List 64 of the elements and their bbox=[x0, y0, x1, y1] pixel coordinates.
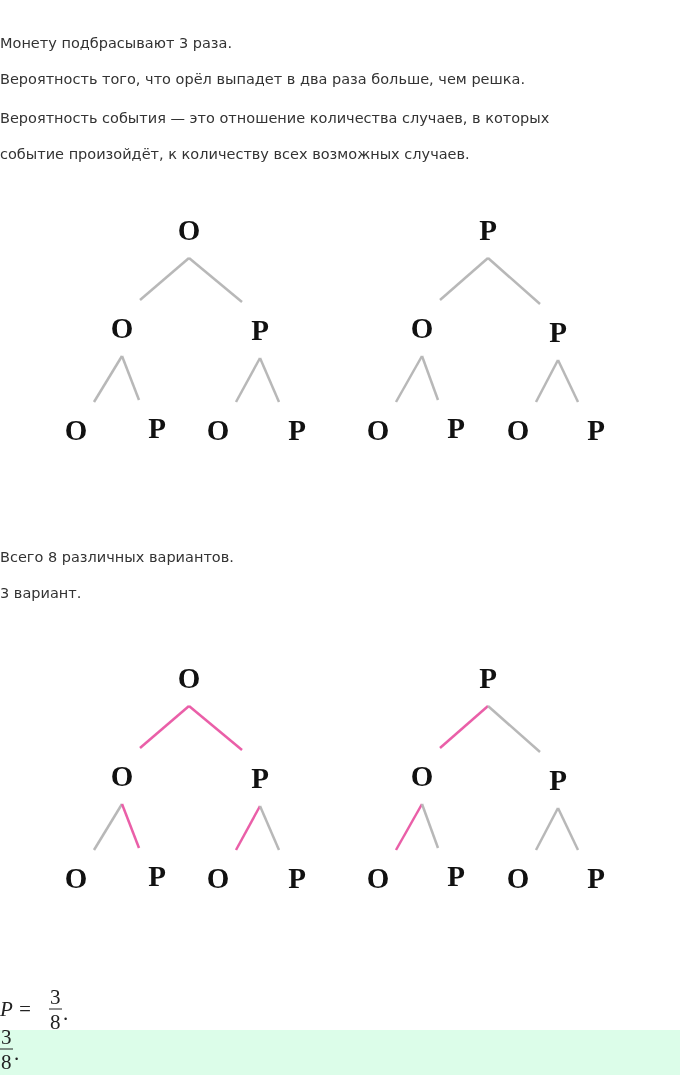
tree-letter: О bbox=[56, 850, 96, 906]
denominator: 8 bbox=[50, 1012, 61, 1033]
tree-letter: О bbox=[498, 850, 538, 906]
tree-branch bbox=[92, 355, 124, 403]
text-line: Монету подбрасывают 3 раза. bbox=[0, 34, 234, 53]
tree-branch bbox=[534, 359, 560, 403]
tree-branch bbox=[534, 807, 560, 851]
tree-letter: Р bbox=[538, 304, 578, 360]
tree-branch bbox=[394, 803, 424, 851]
text-line: 3 вариант. bbox=[0, 584, 83, 603]
tree-letter: Р bbox=[468, 202, 508, 258]
tree-letter: О bbox=[102, 300, 142, 356]
tree-letter: Р bbox=[240, 302, 280, 358]
text-line: Вероятность события — это отношение количества случаев, в которых событие произойдёт, к количеству всех возможных случаев. bbox=[0, 109, 551, 164]
tree-letter: Р bbox=[436, 400, 476, 456]
text-line: Всего 8 различных вариантов. bbox=[0, 548, 235, 567]
denominator: 8 bbox=[1, 1052, 12, 1073]
tree-branch bbox=[258, 357, 281, 403]
tree-letter: О bbox=[358, 402, 398, 458]
tree-letter: Р bbox=[240, 750, 280, 806]
tree-branch bbox=[139, 257, 190, 301]
tree-letter: Р bbox=[468, 650, 508, 706]
tree-branch bbox=[439, 257, 489, 301]
tree-branch bbox=[487, 257, 541, 305]
tree-letter: Р bbox=[576, 402, 616, 458]
tree-letter: О bbox=[498, 402, 538, 458]
tree-letter: Р bbox=[277, 402, 317, 458]
tree-branch bbox=[120, 803, 141, 849]
tree-branch bbox=[556, 359, 580, 403]
tree-branch bbox=[439, 705, 489, 749]
tree-branch bbox=[188, 257, 243, 303]
tree-letter: Р bbox=[277, 850, 317, 906]
tree-branch bbox=[188, 705, 243, 751]
tree-branch bbox=[92, 803, 124, 851]
tree-letter: О bbox=[402, 748, 442, 804]
numerator: 3 bbox=[50, 987, 61, 1008]
tree-branch bbox=[258, 805, 281, 851]
tree-letter: Р bbox=[538, 752, 578, 808]
tree-branch bbox=[139, 705, 190, 749]
tree-branch bbox=[420, 803, 440, 849]
variable-equals: P = bbox=[0, 999, 32, 1020]
tree-letter: О bbox=[198, 402, 238, 458]
tree-letter: Р bbox=[436, 848, 476, 904]
tree-letter: О bbox=[358, 850, 398, 906]
tree-letter: О bbox=[169, 202, 209, 258]
text-line: Вероятность того, что орёл выпадет в два раза больше, чем решка. bbox=[0, 70, 527, 89]
tree-branch bbox=[556, 807, 580, 851]
tree-branch bbox=[420, 355, 440, 401]
tree-branch bbox=[234, 805, 262, 851]
tree-letter: Р bbox=[576, 850, 616, 906]
tree-letter: О bbox=[402, 300, 442, 356]
tree-letter: Р bbox=[137, 400, 177, 456]
numerator: 3 bbox=[1, 1027, 12, 1048]
period: . bbox=[63, 1003, 69, 1024]
tree-letter: О bbox=[198, 850, 238, 906]
period: . bbox=[14, 1043, 20, 1064]
tree-branch bbox=[120, 355, 141, 401]
tree-branch bbox=[394, 355, 424, 403]
tree-letter: О bbox=[56, 402, 96, 458]
tree-letter: Р bbox=[137, 848, 177, 904]
tree-branch bbox=[487, 705, 541, 753]
tree-letter: О bbox=[102, 748, 142, 804]
tree-branch bbox=[234, 357, 262, 403]
tree-letter: О bbox=[169, 650, 209, 706]
